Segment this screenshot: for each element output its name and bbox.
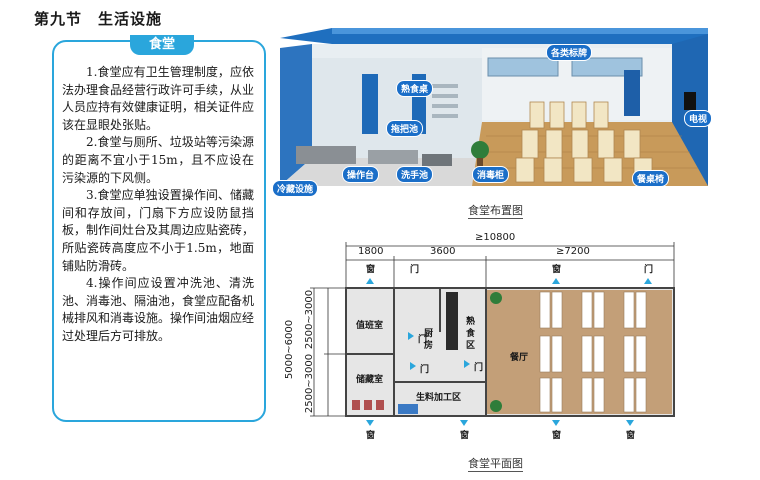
door-label: 门 — [644, 265, 654, 275]
door-label: 门 — [420, 365, 430, 375]
rule-paragraph: 2.食堂与厕所、垃圾站等污染源的距离不宜小于15m，且不应设在污染源的下风侧。 — [62, 135, 254, 185]
door-label: 门 — [474, 363, 484, 373]
plan-caption: 食堂平面图 — [468, 457, 523, 472]
door-label: 门 — [410, 265, 420, 275]
dim-total-length: ≥10800 — [475, 232, 516, 243]
window-label: 窗 — [366, 431, 376, 441]
dim-left-lower: 2500~3000 — [304, 353, 316, 414]
canteen-layout-render: 熟食桌 拖把池 冷藏设施 操作台 洗手池 消毒柜 各类标牌 电视 餐桌椅 — [272, 18, 713, 197]
callout-tables-chairs: 餐桌椅 — [632, 170, 670, 187]
floor-plan-drawing — [310, 242, 675, 426]
room-raw-processing: 生料加工区 — [416, 393, 462, 403]
callout-disinfect-cabinet: 消毒柜 — [472, 166, 510, 183]
window-label: 窗 — [460, 431, 470, 441]
rule-paragraph: 3.食堂应单独设置操作间、储藏间和存放间，门扇下方应设防鼠挡板，制作间灶台及其周… — [62, 188, 255, 273]
room-kitchen: 厨房 — [424, 329, 434, 351]
window-label: 窗 — [552, 431, 562, 441]
canteen-floor-plan: ≥10800 1800 3600 ≥7200 5000~6000 2500~30… — [284, 232, 700, 460]
dim-seg-3: ≥7200 — [556, 246, 590, 257]
room-cooked-area: 熟食区 — [466, 317, 476, 351]
door-label: 门 — [418, 335, 428, 345]
callout-tv: 电视 — [684, 110, 713, 127]
room-storage: 储藏室 — [356, 375, 384, 385]
card-body: 1.食堂应有卫生管理制度，应依法办理食品经营行政许可手续，从业人员应持有效健康证… — [62, 64, 254, 346]
callout-signs: 各类标牌 — [546, 44, 593, 61]
room-dining: 餐厅 — [510, 353, 529, 363]
rule-paragraph: 4.操作间应设置冲洗池、清洗池、消毒池、隔油池，食堂应配备机械排风和消毒设施。操… — [62, 276, 255, 343]
callout-operating-table: 操作台 — [342, 166, 380, 183]
window-label: 窗 — [366, 265, 376, 275]
card-tab-title: 食堂 — [130, 35, 194, 55]
dim-left-upper: 2500~3000 — [304, 289, 316, 350]
rule-paragraph: 1.食堂应有卫生管理制度，应依法办理食品经营行政许可手续，从业人员应持有效健康证… — [62, 65, 255, 132]
callout-wash-sink: 洗手池 — [396, 166, 434, 183]
callout-cold-storage: 冷藏设施 — [272, 180, 319, 197]
render-caption: 食堂布置图 — [468, 204, 523, 219]
section-title: 第九节 生活设施 — [34, 10, 163, 28]
callout-cooked-table: 熟食桌 — [396, 80, 434, 97]
canteen-render-illustration — [280, 28, 708, 186]
room-duty: 值班室 — [356, 321, 384, 331]
window-label: 窗 — [626, 431, 636, 441]
dim-left-total: 5000~6000 — [284, 319, 296, 380]
dim-seg-2: 3600 — [430, 246, 456, 257]
dim-seg-1: 1800 — [358, 246, 384, 257]
canteen-rules-card — [52, 40, 266, 422]
callout-mop-sink: 拖把池 — [386, 120, 424, 137]
window-label: 窗 — [552, 265, 562, 275]
